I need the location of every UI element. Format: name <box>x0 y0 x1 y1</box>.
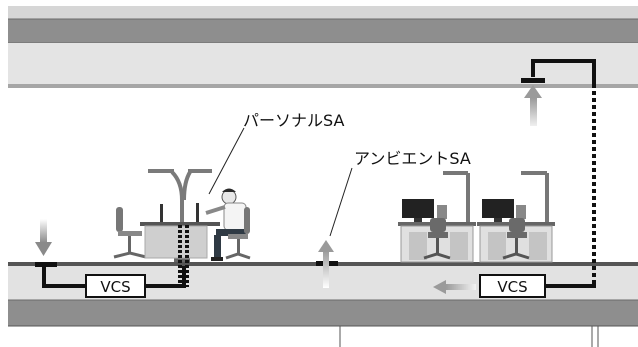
monitor-2-side <box>516 205 526 219</box>
ceiling-slab <box>8 6 638 44</box>
ambient-sa-leader <box>329 167 353 237</box>
right-riser-duct <box>521 59 596 288</box>
down-arrow-left <box>35 219 52 256</box>
ambient-workstations <box>398 171 555 263</box>
vcs-box-right: VCS <box>479 274 546 298</box>
floor-lamp-right-1 <box>443 171 470 223</box>
up-arrow-ceiling-return <box>524 85 542 126</box>
ambient-sa-label: アンビエントSA <box>354 149 471 168</box>
chair-right-1 <box>423 218 451 260</box>
vcs-label-right: VCS <box>497 278 527 296</box>
office-chair-left <box>113 207 147 259</box>
seated-person <box>205 188 247 261</box>
personal-sa-outlet <box>178 225 189 287</box>
monitor-1 <box>402 199 434 223</box>
left-underfloor-duct <box>35 262 186 288</box>
desk-left <box>140 203 220 259</box>
monitor-2 <box>482 199 514 223</box>
personal-workstation <box>113 169 251 287</box>
up-arrow-ambient-sa <box>318 240 334 288</box>
monitor-1-side <box>437 205 447 219</box>
vcs-box-left: VCS <box>85 274 146 298</box>
chair-right-2 <box>502 218 530 260</box>
floor-lamp-right-2 <box>521 171 549 223</box>
left-arrow-underfloor <box>433 280 476 294</box>
vcs-label-left: VCS <box>100 278 130 296</box>
personal-sa-leader <box>208 127 245 195</box>
personal-sa-label: パーソナルSA <box>243 111 344 130</box>
office-chair-right <box>225 207 251 260</box>
